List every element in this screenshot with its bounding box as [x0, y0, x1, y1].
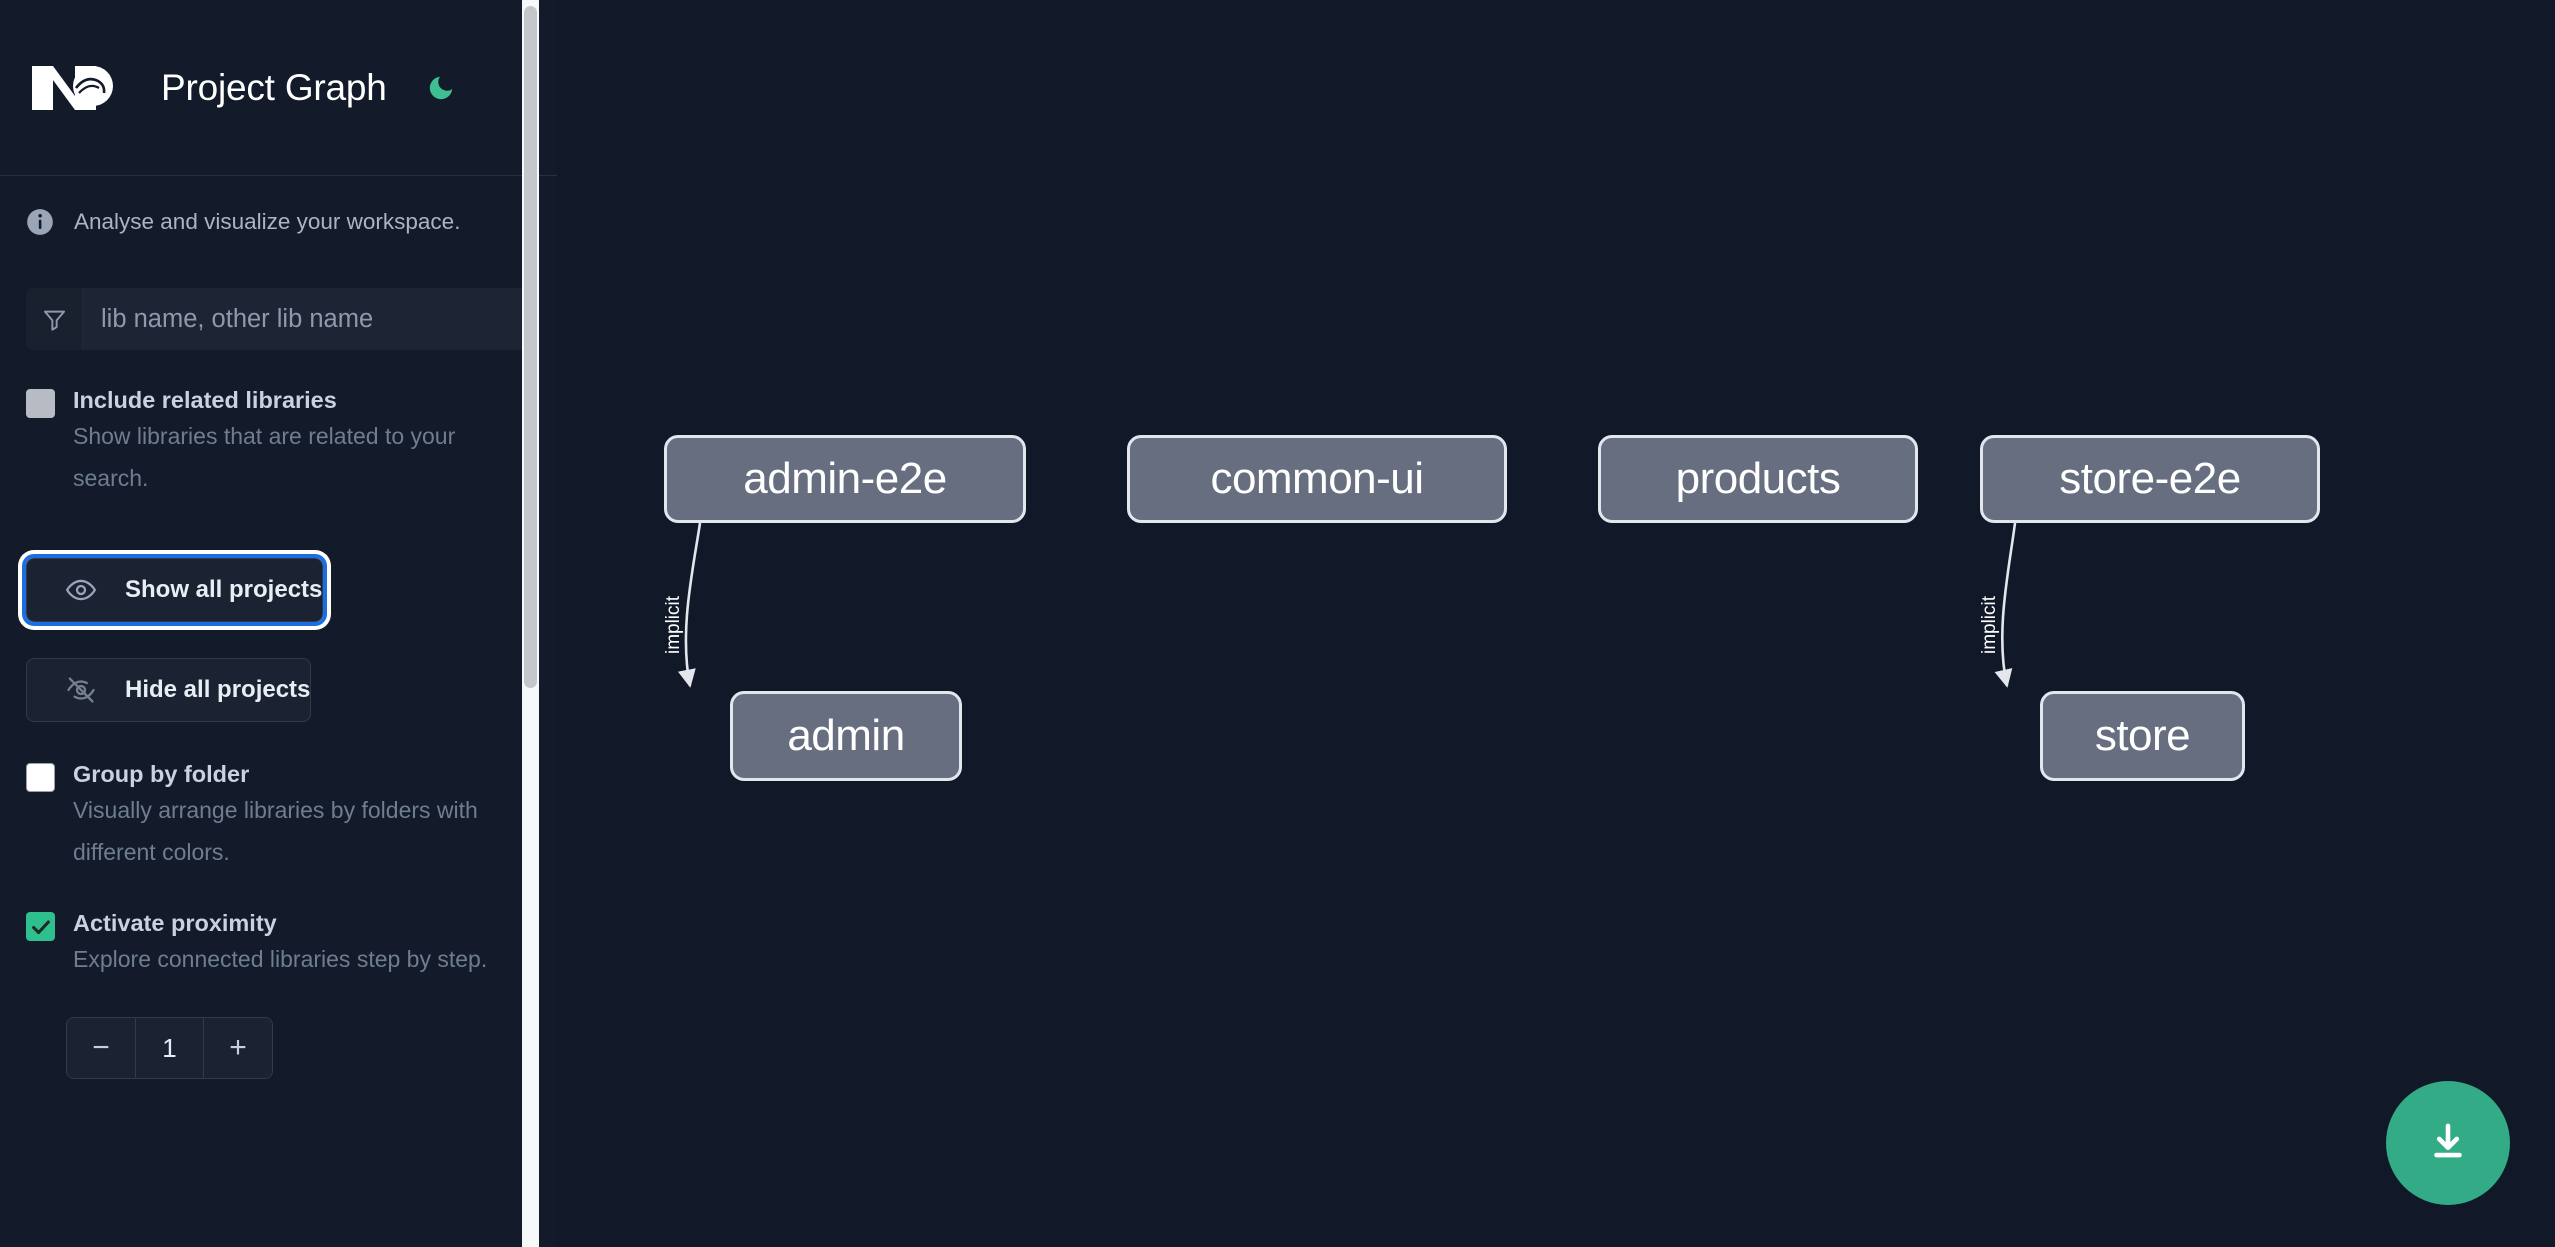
page-title: Project Graph [161, 66, 387, 108]
filter-icon [26, 288, 83, 350]
graph-node-products[interactable]: products [1598, 435, 1918, 523]
option-description: Explore connected libraries step by step… [73, 946, 488, 972]
proximity-increment-button[interactable]: + [203, 1018, 272, 1078]
workspace-blurb: Analyse and visualize your workspace. [0, 208, 557, 236]
app-header: Project Graph [0, 0, 557, 176]
sidebar-scrollbar-thumb[interactable] [524, 6, 537, 688]
download-icon [2425, 1119, 2471, 1168]
option-group-by-folder[interactable]: Group by folder Visually arrange librari… [0, 759, 557, 873]
hide-all-projects-button[interactable]: Hide all projects [26, 658, 312, 722]
option-description: Show libraries that are related to your … [73, 423, 456, 491]
graph-node-store[interactable]: store [2040, 691, 2245, 781]
group-by-folder-checkbox[interactable] [26, 763, 55, 792]
option-activate-proximity[interactable]: Activate proximity Explore connected lib… [0, 908, 557, 980]
option-description: Visually arrange libraries by folders wi… [73, 797, 478, 865]
show-all-projects-label: Show all projects [125, 576, 323, 603]
workspace-blurb-text: Analyse and visualize your workspace. [74, 209, 461, 234]
include-related-libraries-checkbox[interactable] [26, 389, 55, 418]
show-all-projects-button[interactable]: Show all projects [21, 554, 328, 626]
nx-logo-icon [26, 58, 124, 118]
graph-node-store-e2e[interactable]: store-e2e [1980, 435, 2320, 523]
option-title: Group by folder [73, 761, 250, 787]
activate-proximity-checkbox[interactable] [26, 912, 55, 941]
proximity-value: 1 [162, 1032, 177, 1063]
graph-node-admin-e2e[interactable]: admin-e2e [664, 435, 1026, 523]
graph-edges: implicit implicit [663, 522, 2017, 688]
graph-node-common-ui[interactable]: common-ui [1127, 435, 1507, 523]
info-icon [26, 208, 54, 236]
download-button[interactable] [2386, 1081, 2510, 1205]
edge-admin-e2e-to-admin: implicit [663, 522, 702, 688]
moon-icon[interactable] [420, 67, 462, 109]
edge-label: implicit [663, 595, 684, 654]
edge-store-e2e-to-store: implicit [1979, 522, 2017, 688]
proximity-stepper[interactable]: − 1 + [66, 1017, 273, 1079]
eye-icon [65, 574, 97, 606]
edge-label: implicit [1979, 595, 2000, 654]
graph-canvas[interactable]: implicit implicit admin-e2e common-ui pr… [557, 0, 2555, 1247]
graph-node-admin[interactable]: admin [730, 691, 962, 781]
search-filter[interactable] [26, 288, 531, 350]
option-title: Include related libraries [73, 387, 337, 413]
option-include-related-libraries[interactable]: Include related libraries Show libraries… [0, 385, 557, 499]
search-input[interactable] [83, 288, 531, 350]
sidebar: Project Graph Analyse and visualize your… [0, 0, 557, 1247]
hide-all-projects-label: Hide all projects [125, 676, 311, 703]
option-title: Activate proximity [73, 910, 277, 936]
proximity-decrement-button[interactable]: − [67, 1018, 136, 1078]
eye-off-icon [65, 674, 97, 706]
sidebar-scrollbar[interactable] [522, 0, 539, 1247]
